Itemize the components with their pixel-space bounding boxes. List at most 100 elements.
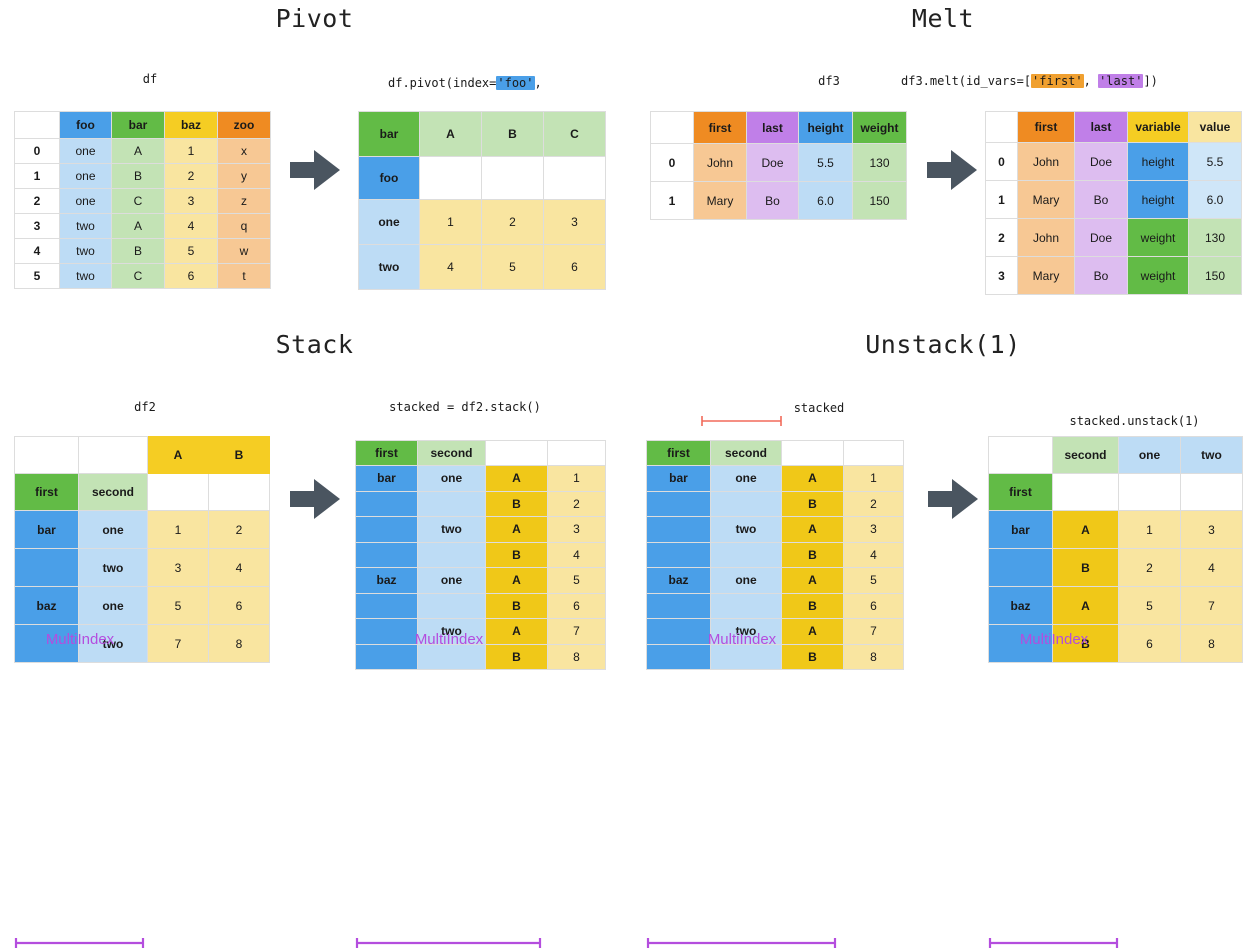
- unstack-second-level-bracket: [701, 416, 782, 426]
- unstack-title: Unstack(1): [865, 330, 1021, 359]
- unstack-source-multiindex-label: MultiIndex: [707, 631, 777, 648]
- column-header-two: two: [1180, 436, 1243, 474]
- unstack-source-multiindex-bracket: [646, 938, 837, 948]
- column-header-zoo: zoo: [217, 111, 271, 139]
- stack-title: Stack: [275, 330, 354, 359]
- melt-code-post: ]): [1143, 74, 1158, 88]
- corner-cell: [985, 111, 1018, 143]
- melt-code-first-value: 'first': [1031, 74, 1084, 88]
- df2-caption: df2: [134, 400, 156, 414]
- melt-title: Melt: [911, 4, 975, 33]
- stacked-caption: stacked = df2.stack(): [389, 400, 541, 414]
- melt-code: df3.melt(id_vars=['first', 'last']): [901, 74, 1158, 88]
- pivot-code-l1-pre: df.pivot(index=: [388, 76, 497, 90]
- column-header-A: A: [419, 111, 482, 157]
- stack-source-multiindex-bracket: [14, 938, 145, 948]
- melt-source-caption: df3: [818, 74, 840, 88]
- column-header-variable: variable: [1127, 111, 1189, 143]
- corner-cell: [14, 111, 60, 139]
- column-header-one: one: [1118, 436, 1181, 474]
- column-header-weight: weight: [852, 111, 907, 144]
- melt-code-last-value: 'last': [1098, 74, 1144, 88]
- unstack-code-line-1: stacked.unstack(1): [1069, 414, 1200, 428]
- stack-arrow-icon: [290, 479, 340, 519]
- pivot-code-line-1: df.pivot(index='foo',: [388, 76, 550, 90]
- unstack-arrow-icon: [928, 479, 978, 519]
- column-header-B: B: [481, 111, 544, 157]
- corner-cell: [650, 111, 694, 144]
- table-index-name-row: foo: [358, 156, 606, 200]
- pivot-panel: Pivot df df.pivot(index='foo', columns='…: [0, 0, 629, 320]
- column-header-first: first: [1017, 111, 1075, 143]
- stack-source-multiindex-label: MultiIndex: [45, 631, 115, 648]
- unstack-panel: Unstack(1) stacked stacked.unstack(1) or…: [629, 320, 1257, 948]
- melt-code-pre: df3.melt(id_vars=[: [901, 74, 1032, 88]
- stack-result-multiindex-label: MultiIndex: [414, 631, 484, 648]
- column-header-bar: bar: [111, 111, 165, 139]
- unstack-result-multiindex-bracket: [988, 938, 1119, 948]
- column-header-foo: foo: [59, 111, 112, 139]
- melt-arrow-icon: [927, 150, 977, 190]
- table-index-name-row: first: [988, 473, 1243, 511]
- column-header-A: A: [147, 436, 209, 474]
- column-header-last: last: [1074, 111, 1128, 143]
- column-header-height: height: [798, 111, 853, 144]
- column-header-baz: baz: [164, 111, 218, 139]
- pivot-title: Pivot: [275, 4, 354, 33]
- melt-panel: Melt df3 df3.melt(id_vars=['first', 'las…: [629, 0, 1257, 320]
- melt-code-mid: ,: [1083, 74, 1099, 88]
- pivot-arrow-icon: [290, 150, 340, 190]
- pivot-code-l1-post: ,: [534, 76, 542, 90]
- stack-result-multiindex-bracket: [355, 938, 542, 948]
- pivot-source-caption: df: [142, 72, 158, 86]
- column-header-last: last: [746, 111, 799, 144]
- column-header-C: C: [543, 111, 606, 157]
- column-header-B: B: [208, 436, 270, 474]
